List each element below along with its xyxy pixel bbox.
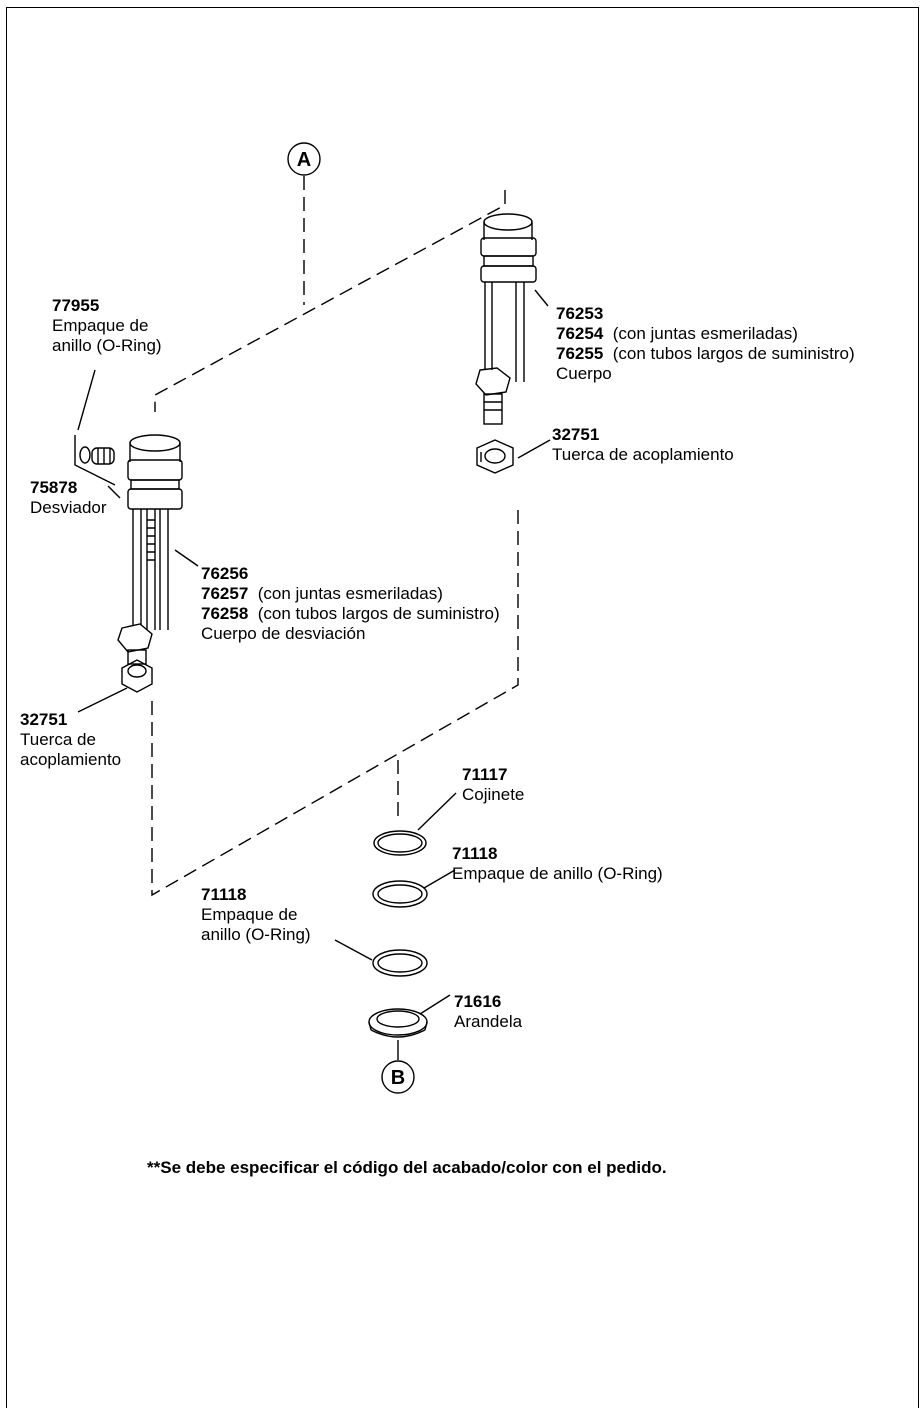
part-desc: (con tubos largos de suministro) <box>257 604 500 623</box>
part-number: 71118 <box>201 885 247 904</box>
right-body-icon <box>475 213 537 425</box>
part-number: 77955 <box>52 296 100 315</box>
part-number: 76257 <box>201 584 249 603</box>
part-desc: Cojinete <box>462 785 525 804</box>
part-number: 71616 <box>454 992 502 1011</box>
label-71118-upper: 71118 Empaque de anillo (O-Ring) <box>452 844 663 884</box>
part-desc: Arandela <box>454 1012 523 1031</box>
oring-lower-icon <box>372 949 428 977</box>
callout-b-letter: B <box>391 1067 405 1089</box>
label-75878: 75878 Desviador <box>30 478 107 518</box>
part-number: 76258 <box>201 604 249 623</box>
label-71118-lower: 71118 Empaque de anillo (O-Ring) <box>201 885 311 945</box>
leader-lines <box>77 289 551 1015</box>
left-coupling-nut-icon <box>121 659 153 693</box>
label-76253-group: 76253 76254 (con juntas esmeriladas) 762… <box>556 304 855 384</box>
part-desc: Empaque de anillo (O-Ring) <box>452 864 663 883</box>
oring-upper-icon <box>372 880 428 908</box>
part-number: 32751 <box>552 425 600 444</box>
assembly-dashed-lines <box>151 176 519 897</box>
part-desc: anillo (O-Ring) <box>201 925 311 944</box>
page-frame <box>6 7 919 1408</box>
right-coupling-nut-icon <box>476 439 514 474</box>
part-desc: (con juntas esmeriladas) <box>257 584 443 603</box>
part-desc: acoplamiento <box>20 750 122 769</box>
label-71616: 71616 Arandela <box>454 992 522 1032</box>
callout-a-icon: A <box>287 142 321 176</box>
part-desc: Desviador <box>30 498 107 517</box>
order-footnote: **Se debe especificar el código del acab… <box>147 1158 667 1177</box>
part-desc: Tuerca de acoplamiento <box>552 445 734 464</box>
part-desc: anillo (O-Ring) <box>52 336 162 355</box>
left-diverter-body-icon <box>117 434 183 665</box>
diverter-oring-icon <box>74 435 116 486</box>
part-desc: (con juntas esmeriladas) <box>612 324 798 343</box>
washer-icon <box>368 1008 428 1038</box>
label-32751-right: 32751 Tuerca de acoplamiento <box>552 425 734 465</box>
callout-a-letter: A <box>297 149 311 171</box>
part-desc: Empaque de <box>52 316 149 335</box>
part-desc: Tuerca de <box>20 730 96 749</box>
part-desc: Cuerpo de desviación <box>201 624 366 643</box>
part-number: 76255 <box>556 344 604 363</box>
part-number: 76254 <box>556 324 604 343</box>
part-desc: Cuerpo <box>556 364 612 383</box>
callout-b-icon: B <box>381 1060 415 1094</box>
label-32751-left: 32751 Tuerca de acoplamiento <box>20 710 121 770</box>
label-71117: 71117 Cojinete <box>462 765 524 805</box>
part-desc: (con tubos largos de suministro) <box>612 344 855 363</box>
part-desc: Empaque de <box>201 905 298 924</box>
label-76256-group: 76256 76257 (con juntas esmeriladas) 762… <box>201 564 500 644</box>
label-77955: 77955 Empaque de anillo (O-Ring) <box>52 296 162 356</box>
part-number: 76253 <box>556 304 604 323</box>
part-number: 71118 <box>452 844 498 863</box>
part-number: 75878 <box>30 478 78 497</box>
bearing-icon <box>373 830 427 856</box>
part-number: 76256 <box>201 564 249 583</box>
part-number: 32751 <box>20 710 68 729</box>
part-number: 71117 <box>462 765 508 784</box>
